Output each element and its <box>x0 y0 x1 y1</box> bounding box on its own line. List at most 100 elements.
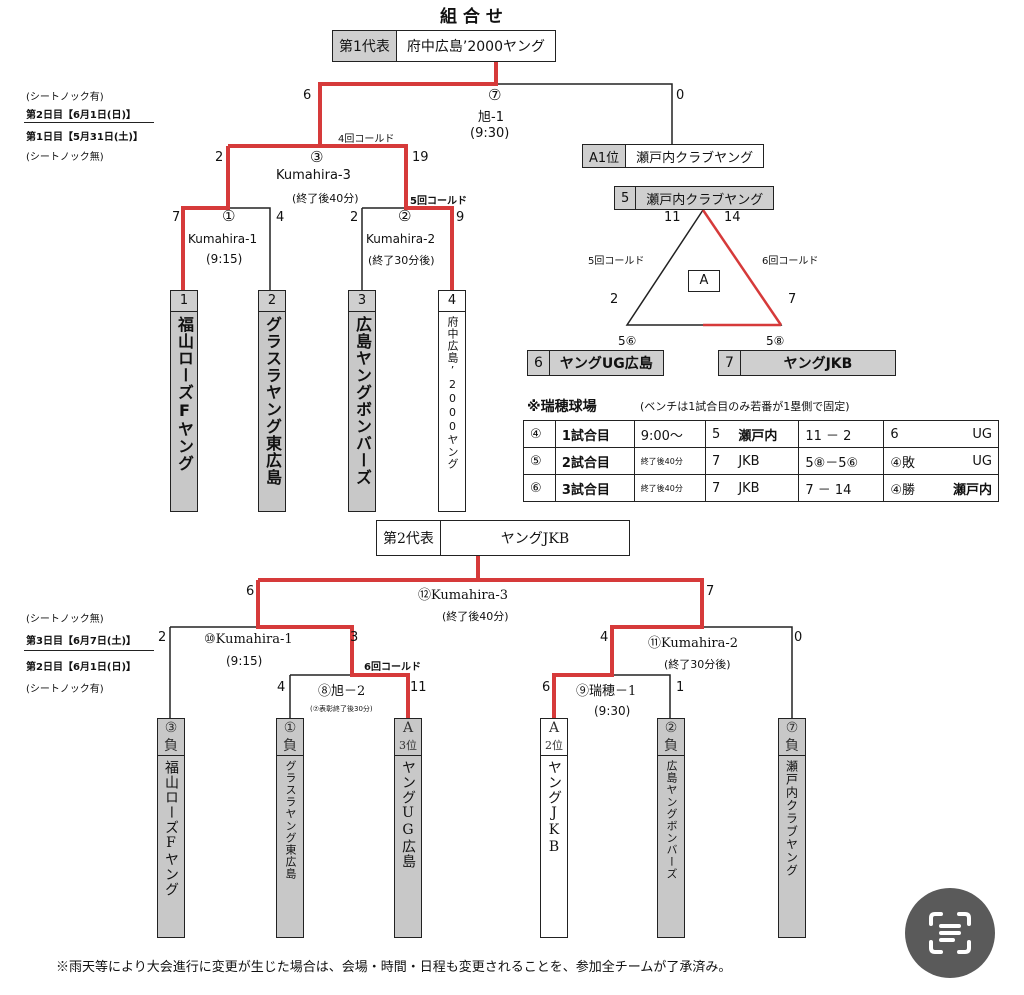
scan-text-button[interactable] <box>905 888 995 978</box>
cell-team-a-num: 7 <box>704 474 733 502</box>
m9-time: (9:30) <box>594 704 631 718</box>
semi-score-left: 2 <box>215 150 224 165</box>
m12-time: (終了後40分) <box>442 610 509 623</box>
m11-time: (終了30分後) <box>664 658 731 671</box>
q2-score-left: 2 <box>350 210 359 225</box>
q2-note: 5回コールド <box>410 196 467 207</box>
page-title: 組 合 せ <box>440 7 503 27</box>
semi-time: (終了後40分) <box>292 192 359 205</box>
team-box-b2-5: ② 負 広島ヤングボンバーズ <box>657 718 685 938</box>
team-origin: A <box>548 720 560 736</box>
league-bottom-left: 5⑥ <box>618 334 637 348</box>
team-origin: ② <box>664 720 678 736</box>
m8-score-right: 11 <box>410 680 427 695</box>
team7-name: ヤングJKB <box>740 351 895 375</box>
a1-team: 瀬戸内クラブヤング <box>636 150 754 166</box>
final-score-right: 0 <box>676 88 685 103</box>
note-divider <box>24 650 154 651</box>
league-team-7: 7 ヤングJKB <box>718 350 896 376</box>
team7-num: 7 <box>719 351 741 375</box>
q1-score-left: 7 <box>172 210 181 225</box>
footer-note: ※雨天等により大会進行に変更が生じた場合は、会場・時間・日程も変更されることを、… <box>56 960 732 975</box>
rep-label: 第1代表 <box>333 31 397 61</box>
cell-team-a-num: 5 <box>704 420 733 448</box>
semi-match-num: ③ <box>310 148 324 166</box>
note-day3: 第3日目【6月7日(土)】 <box>26 636 137 647</box>
team-origin: ① <box>283 720 297 736</box>
team-box-4: 4 府中広島’2000ヤング <box>438 290 466 512</box>
q1-score-right: 4 <box>276 210 285 225</box>
league-score-top-right: 14 <box>724 210 741 225</box>
q2-score-right: 9 <box>456 210 465 225</box>
note-divider <box>24 122 154 123</box>
league-schedule-table: ④ 1試合目 9:00〜 5 瀬戸内 11 － 2 6 UG ⑤ 2試合目 終了… <box>523 420 999 502</box>
rep-team-name: ヤングJKB <box>500 531 570 547</box>
team-origin: ⑦ <box>785 720 799 736</box>
league-team-5: 5 瀬戸内クラブヤング <box>614 186 775 210</box>
team-name: 福山ローズFヤング <box>163 760 179 897</box>
m8-score-left: 4 <box>277 680 286 695</box>
team-origin: A <box>402 720 414 736</box>
league-score-top-left: 11 <box>664 210 681 225</box>
team-number: 3 <box>349 291 375 312</box>
league-note-left: 5回コールド <box>588 256 645 267</box>
team-box-b2-3: A 3位 ヤングUG広島 <box>394 718 422 938</box>
team-box-b2-6: ⑦ 負 瀬戸内クラブヤング <box>778 718 806 938</box>
final-match-num: ⑦ <box>488 86 502 104</box>
cell-team-b-name: 瀬戸内 <box>931 474 999 502</box>
team-name: 広島ヤングボンバーズ <box>353 316 372 486</box>
league-center-box: A <box>688 270 720 292</box>
m8-note: 6回コールド <box>364 662 421 673</box>
team-number: 1 <box>171 291 197 312</box>
cell-team-a-name: JKB <box>732 474 800 502</box>
league-score-right: 7 <box>788 292 797 307</box>
m12-label: ⑫Kumahira-3 <box>418 588 509 603</box>
team-origin: ③ <box>164 720 178 736</box>
final-venue: 旭-1 <box>478 110 504 125</box>
team5-num: 5 <box>615 187 637 209</box>
semi-note: 4回コールド <box>338 134 395 145</box>
team-name: グラスラヤング東広島 <box>263 316 282 486</box>
m9-score-right: 1 <box>676 680 685 695</box>
team-number: 2 <box>259 291 285 312</box>
note-day1: 第1日目【5月31日(土)】 <box>26 132 143 143</box>
league-center-label: A <box>699 273 709 288</box>
cell-score: 5⑧－5⑥ <box>798 447 885 475</box>
note-knock-no: (シートノック無) <box>26 152 104 163</box>
team-box-3: 3 広島ヤングボンバーズ <box>348 290 376 512</box>
team6-num: 6 <box>528 351 550 375</box>
m11-score-right: 0 <box>794 630 803 645</box>
team-name: ヤングUG広島 <box>400 760 416 869</box>
team-number: 4 <box>439 291 465 312</box>
league-note-right: 6回コールド <box>762 256 819 267</box>
team-box-b2-1: ③ 負 福山ローズFヤング <box>157 718 185 938</box>
cell-score: 7 － 14 <box>798 474 885 502</box>
team-name: 府中広島’2000ヤング <box>446 316 459 470</box>
venue-title: ※瑞穂球場 <box>527 399 597 415</box>
m11-label: ⑪Kumahira-2 <box>648 636 739 651</box>
q2-time: (終了30分後) <box>368 254 435 267</box>
rep-team-name: 府中広島’2000ヤング <box>406 39 546 55</box>
rep-label: 第2代表 <box>377 521 441 555</box>
q2-venue: Kumahira-2 <box>366 232 436 246</box>
team-name: 広島ヤングボンバーズ <box>665 760 678 880</box>
team-origin-result: 3位 <box>395 737 421 756</box>
team-name: グラスラヤング東広島 <box>284 760 297 880</box>
team-box-2: 2 グラスラヤング東広島 <box>258 290 286 512</box>
team-name: 福山ローズFヤング <box>175 316 194 472</box>
note-knock-yes: (シートノック有) <box>26 92 104 103</box>
team-origin-result: 2位 <box>541 737 567 756</box>
m8-time: (⑦表彰終了後30分) <box>310 705 373 713</box>
m10-score-left: 2 <box>158 630 167 645</box>
league-team-6: 6 ヤングUG広島 <box>527 350 664 376</box>
final-score-left: 6 <box>303 88 312 103</box>
m11-score-left: 4 <box>600 630 609 645</box>
team-box-b2-4: A 2位 ヤングJKB <box>540 718 568 938</box>
table-row: ⑥ 3試合目 終了後40分 7 JKB 7 － 14 ④勝 瀬戸内 <box>523 474 999 502</box>
team-origin-result: 負 <box>277 737 303 756</box>
a1-label: A1位 <box>583 145 627 167</box>
block1-representative: 第1代表 府中広島’2000ヤング <box>332 30 557 62</box>
m10-time: (9:15) <box>226 654 263 668</box>
